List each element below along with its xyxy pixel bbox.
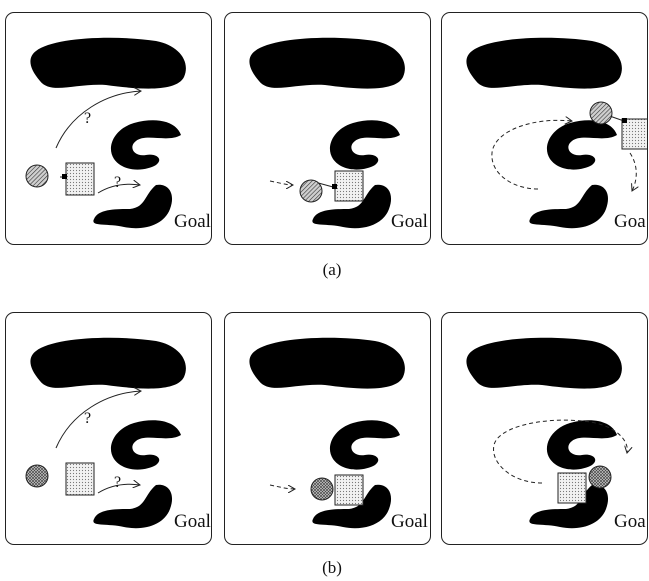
goal-label-clipped: Goa xyxy=(614,211,646,232)
goal-label: Goal xyxy=(174,211,211,232)
obstacle-bottom xyxy=(529,484,609,529)
gripper xyxy=(332,184,337,189)
panel-a-3: Goa xyxy=(441,12,648,245)
box-object xyxy=(621,118,647,150)
obstacle-c-shape xyxy=(329,120,400,170)
path-arrow-upper xyxy=(55,391,141,449)
obstacle-top xyxy=(30,37,186,89)
obstacle-top xyxy=(30,337,186,389)
path-arrow-lower xyxy=(97,484,140,494)
goal-label: Goal xyxy=(391,511,428,532)
robot-disk xyxy=(299,179,323,203)
obstacle-bottom xyxy=(312,484,392,529)
goal-label: Goal xyxy=(174,511,211,532)
path-trace xyxy=(493,419,628,484)
gripper xyxy=(622,118,627,123)
robot-disk xyxy=(589,101,613,125)
box-object xyxy=(334,474,364,506)
obstacle-top xyxy=(466,37,622,89)
obstacle-bottom xyxy=(312,184,392,229)
panel-a-1: ? ? Goal xyxy=(5,12,212,245)
goal-label: Goal xyxy=(391,211,428,232)
path-arrow-upper xyxy=(55,91,141,149)
panel-b-1: ? ? Goal xyxy=(5,312,212,545)
caption-b: (b) xyxy=(322,558,342,577)
obstacle-bottom xyxy=(93,184,173,229)
panel-b-2: Goal xyxy=(224,312,431,545)
obstacle-top xyxy=(249,337,405,389)
obstacle-bottom xyxy=(529,184,609,229)
obstacle-top xyxy=(466,337,622,389)
path-trace xyxy=(269,180,293,185)
uncertain-mark-lower: ? xyxy=(114,174,121,191)
gripper xyxy=(62,174,67,179)
uncertain-mark-lower: ? xyxy=(114,474,121,491)
path-exit xyxy=(629,152,636,191)
box-object xyxy=(334,170,364,202)
obstacle-c-shape xyxy=(110,120,181,170)
obstacle-c-shape xyxy=(546,420,617,470)
path-trace xyxy=(491,120,572,190)
path-trace xyxy=(269,484,295,489)
robot-disk xyxy=(25,464,49,488)
obstacle-c-shape xyxy=(329,420,400,470)
robot-disk xyxy=(25,164,49,188)
path-arrow-lower xyxy=(97,184,140,194)
box-object xyxy=(557,472,587,504)
obstacle-top xyxy=(249,37,405,89)
box-object xyxy=(65,162,95,196)
obstacle-c-shape xyxy=(546,120,617,170)
robot-disk xyxy=(588,465,612,489)
panel-b-3: Goa xyxy=(441,312,648,545)
box-object xyxy=(65,462,95,496)
obstacle-bottom xyxy=(93,484,173,529)
goal-label-clipped: Goa xyxy=(614,511,646,532)
obstacle-c-shape xyxy=(110,420,181,470)
panel-a-2: Goal xyxy=(224,12,431,245)
uncertain-mark-upper: ? xyxy=(84,110,91,127)
uncertain-mark-upper: ? xyxy=(84,410,91,427)
robot-disk xyxy=(310,477,334,501)
caption-a: (a) xyxy=(322,260,342,279)
